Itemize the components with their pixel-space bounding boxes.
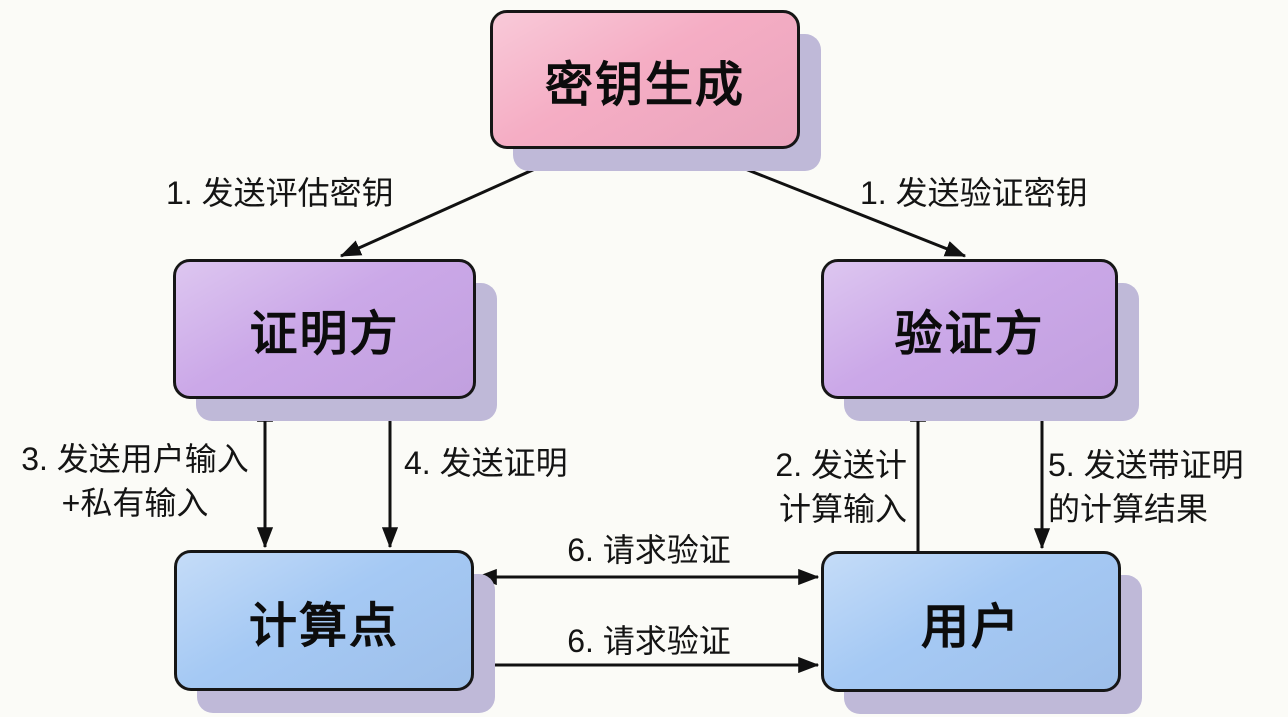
node-key-generation: 密钥生成 — [490, 10, 800, 149]
edge-label-send-compute-input-line1: 2. 发送计 — [775, 447, 907, 483]
edge-label-send-compute-input: 2. 发送计 计算输入 — [733, 443, 907, 531]
node-key-generation-label: 密钥生成 — [544, 58, 745, 112]
node-verifier-label: 验证方 — [894, 308, 1045, 361]
edge-label-send-user-input-line1: 3. 发送用户输入 — [21, 441, 249, 477]
node-compute-point-label: 计算点 — [248, 599, 399, 653]
edge-label-send-user-input: 3. 发送用户输入 +私有输入 — [0, 437, 270, 525]
node-prover: 证明方 — [173, 259, 476, 399]
edge-label-send-proof: 4. 发送证明 — [404, 445, 568, 481]
edge-label-request-verify-bottom: 6. 请求验证 — [567, 623, 731, 659]
node-compute-point: 计算点 — [174, 550, 474, 691]
node-user: 用户 — [821, 551, 1121, 692]
edge-label-send-result: 5. 发送带证明 的计算结果 — [1048, 443, 1244, 531]
edge-label-send-user-input-line2: +私有输入 — [61, 485, 209, 522]
edge-label-send-compute-input-line2: 计算输入 — [778, 491, 907, 528]
node-user-label: 用户 — [920, 600, 1021, 654]
edge-label-request-verify-top: 6. 请求验证 — [567, 532, 731, 568]
edge-label-send-eval-key: 1. 发送评估密钥 — [166, 175, 394, 211]
node-prover-label: 证明方 — [249, 308, 400, 361]
edge-label-send-result-line1: 5. 发送带证明 — [1048, 447, 1244, 483]
node-verifier: 验证方 — [821, 259, 1118, 399]
edge-label-send-result-line2: 的计算结果 — [1048, 491, 1209, 528]
edge-label-send-verify-key: 1. 发送验证密钥 — [860, 175, 1088, 211]
